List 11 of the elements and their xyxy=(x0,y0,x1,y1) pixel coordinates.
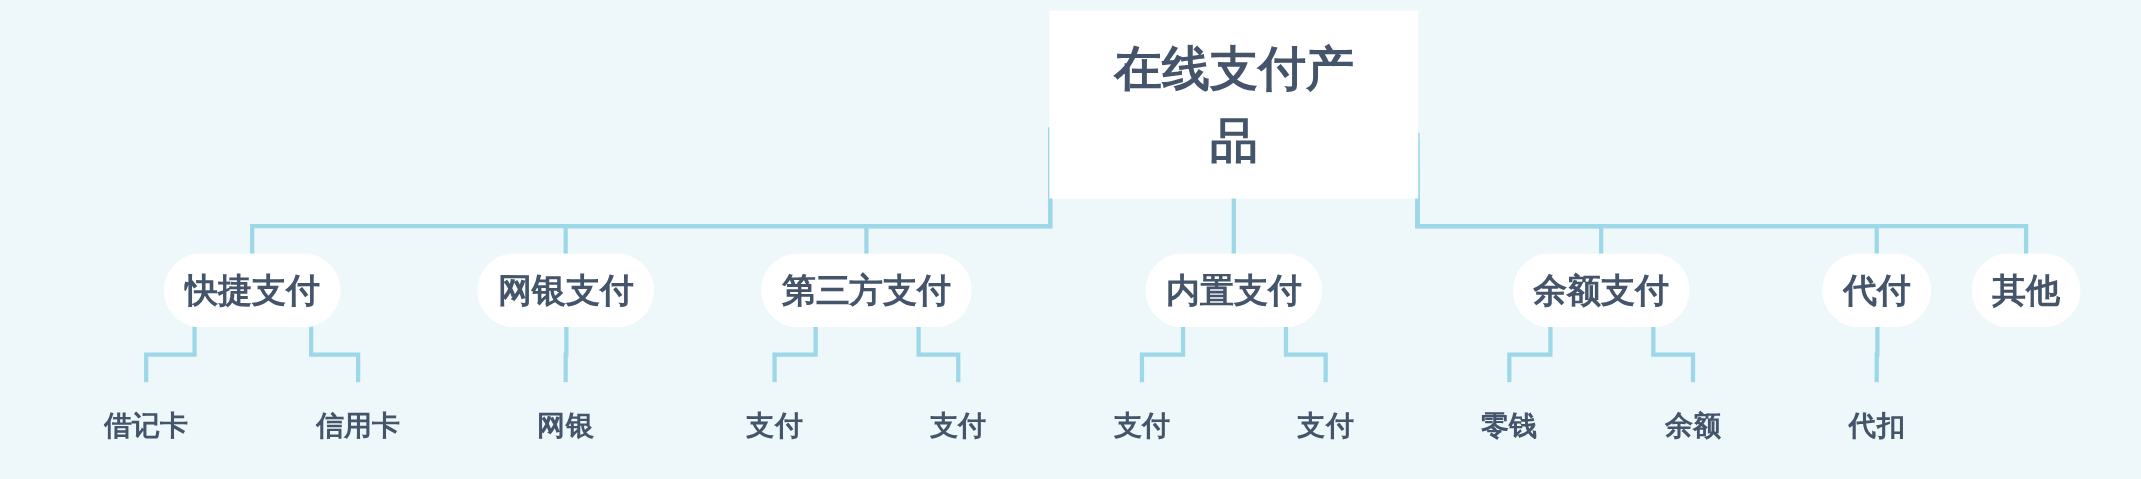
node-box: 在线支付产品 xyxy=(1049,10,1419,199)
node-text: 网银 xyxy=(537,408,594,443)
node-text: 代扣 xyxy=(1848,408,1905,443)
node-text: 余额 xyxy=(1664,408,1722,443)
node-text: 零钱 xyxy=(1481,408,1538,443)
node-text: 借记卡 xyxy=(103,408,189,443)
node-text: 信用卡 xyxy=(315,408,401,443)
node-text: 支付 xyxy=(1297,408,1354,443)
node-text: 支付 xyxy=(930,408,987,443)
node-text: 支付 xyxy=(1113,408,1171,443)
node-text: 支付 xyxy=(746,408,803,443)
